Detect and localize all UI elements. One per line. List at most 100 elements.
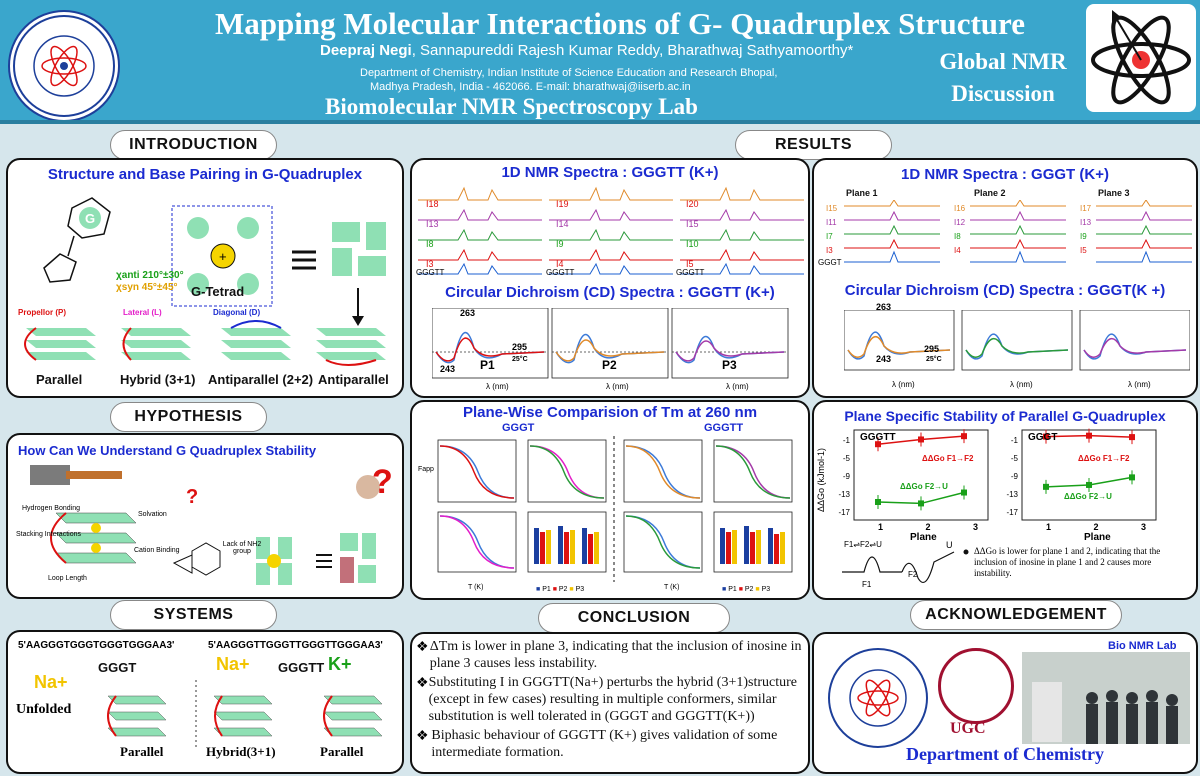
sequence-gggt: 5'AAGGGTGGGTGGGTGGGAA3'	[18, 640, 175, 651]
topology-antiparallel-22: Antiparallel (2+2)	[208, 372, 314, 387]
stab-yticks-2: -1-5-9-13-17	[1006, 436, 1018, 517]
cd-t-peak-263: 263	[876, 302, 892, 312]
section-results: RESULTS	[735, 130, 892, 160]
iiser-logo-small	[828, 648, 928, 748]
stability-axes-gggt	[1021, 429, 1157, 521]
cd-t-xlabel-3: λ (nm)	[1128, 380, 1151, 389]
tm-legend-2: ■ P1 ■ P2 ■ P3	[722, 586, 771, 593]
lab-name: Biomolecular NMR Spectroscopy Lab	[325, 94, 698, 119]
stab-xlabel: Plane	[910, 532, 937, 543]
system-parallel-2: Parallel	[320, 744, 364, 759]
cation-label: Cation Binding	[134, 547, 180, 554]
diamond-icon: ❖	[416, 674, 429, 690]
section-acknowledgement: ACKNOWLEDGEMENT	[910, 600, 1122, 630]
conclusion-item: ❖ Substituting I in GGGTT(Na+) perturbs …	[416, 674, 798, 724]
stab-gggt-label: GGGT	[1028, 432, 1058, 443]
conclusion-item: ❖ Biphasic behaviour of GGGTT (K+) gives…	[416, 727, 778, 760]
cd-plane-p3: P3	[722, 358, 737, 372]
cd-gggt-title: Circular Dichroism (CD) Spectra : GGGT(K…	[844, 282, 1166, 299]
session-title: Global NMR Discussion	[918, 46, 1088, 110]
chi-anti-label: χanti 210°±30°	[116, 270, 184, 281]
intro-title: Structure and Base Pairing in G-Quadrupl…	[47, 166, 363, 183]
systems-panel: 5'AAGGGTGGGTGGGTGGGAA3' 5'AAGGGTTGGGTTGG…	[6, 630, 404, 774]
nmr-gggt-spectra	[844, 200, 1192, 263]
systems-topologies	[107, 680, 383, 748]
svg-text:G: G	[85, 211, 95, 226]
nmr-tt-ref-3: GGGTT	[676, 268, 705, 277]
authors: Deepraj Negi, Sannapureddi Rajesh Kumar …	[320, 42, 853, 59]
lead-author: Deepraj Negi	[320, 42, 412, 59]
diamond-icon: ❖	[416, 638, 429, 654]
tm-melting-curves	[437, 436, 793, 582]
poster-title: Mapping Molecular Interactions of G- Qua…	[215, 6, 1025, 41]
note-bullet	[963, 549, 969, 555]
session-line-1: Global NMR	[939, 49, 1067, 74]
stability-axes-gggtt	[853, 429, 989, 521]
nmr-tt-ref-1: GGGTT	[416, 268, 445, 277]
cd-plane-p2: P2	[602, 358, 617, 372]
cd-peak-243: 243	[440, 364, 456, 374]
cd-t-xlabel-2: λ (nm)	[1010, 380, 1033, 389]
conclusion-item: ❖ ΔTm is lower in plane 3, indicating th…	[416, 638, 802, 671]
tm-ylabel: Fapp	[418, 466, 434, 473]
plane-3-label: Plane 3	[1098, 188, 1130, 198]
cd-xlabel-3: λ (nm)	[726, 382, 749, 391]
tm-xlabel-1: T (K)	[468, 584, 484, 591]
stability-chart	[842, 428, 1157, 583]
system-hybrid: Hybrid(3+1)	[206, 744, 276, 759]
conclusion-panel: ❖ ΔTm is lower in plane 3, indicating th…	[410, 632, 810, 774]
energy-f1: F1	[862, 580, 872, 589]
bio-nmr-label: Bio NMR Lab	[1106, 640, 1179, 652]
stability-marks	[875, 428, 1135, 511]
na-ion-left: Na+	[34, 672, 68, 692]
gggt-spectra-panel: 1D NMR Spectra : GGGT (K+) Plane 1 Plane…	[812, 158, 1198, 398]
cd-plane-p1: P1	[480, 358, 495, 372]
unfolded-label: Unfolded	[16, 702, 72, 717]
affiliation-line-1: Department of Chemistry, Indian Institut…	[360, 67, 778, 79]
stab-gggtt-label: GGGTT	[860, 432, 896, 443]
introduction-panel: Structure and Base Pairing in G-Quadrupl…	[6, 158, 404, 398]
plane-2-label: Plane 2	[974, 188, 1006, 198]
cd-peak-263: 263	[460, 308, 476, 318]
k-ion: K+	[328, 654, 352, 674]
cd-xlabel-2: λ (nm)	[606, 382, 629, 391]
section-systems: SYSTEMS	[110, 600, 277, 630]
propellor-label: Propellor (P)	[18, 308, 67, 317]
dd-f1f2-label: ΔΔGo F1→F2	[922, 454, 974, 463]
cd-t-peak-243: 243	[876, 354, 892, 364]
cd-xlabel-1: λ (nm)	[486, 382, 509, 391]
affiliation: Department of Chemistry, Indian Institut…	[360, 66, 777, 94]
nmr-t-ref: GGGT	[818, 258, 842, 267]
cd-t-xlabel-1: λ (nm)	[892, 380, 915, 389]
atom-icon	[1086, 4, 1196, 112]
gggtt-label: GGGTT	[278, 660, 325, 675]
section-hypothesis: HYPOTHESIS	[110, 402, 267, 432]
guanine-tetrad-figure: G +	[43, 197, 386, 326]
nmr-gggtt-spectra	[418, 186, 804, 275]
section-conclusion: CONCLUSION	[538, 603, 730, 633]
stacking-label: Stacking Interactions	[16, 531, 81, 538]
g-tetrad-label: G-Tetrad	[191, 284, 245, 299]
tm-gggtt-label: GGGTT	[704, 422, 744, 434]
diagonal-label: Diagonal (D)	[213, 308, 261, 317]
ugc-logo	[938, 648, 1014, 724]
tm-xlabel-2: T (K)	[664, 584, 680, 591]
system-parallel-1: Parallel	[120, 744, 164, 759]
energy-u: U	[946, 540, 953, 550]
topology-hybrid: Hybrid (3+1)	[120, 372, 196, 387]
department-label: Department of Chemistry	[906, 744, 1104, 764]
svg-text:+: +	[219, 249, 227, 264]
cd-gggt-spectra	[844, 310, 1190, 371]
lateral-label: Lateral (L)	[123, 308, 162, 317]
stability-panel: Plane Specific Stability of Parallel G-Q…	[812, 400, 1198, 600]
stab-yticks: -1-5-9-13-17	[838, 436, 850, 517]
topology-diagrams	[24, 320, 386, 366]
iiser-logo	[8, 10, 120, 122]
